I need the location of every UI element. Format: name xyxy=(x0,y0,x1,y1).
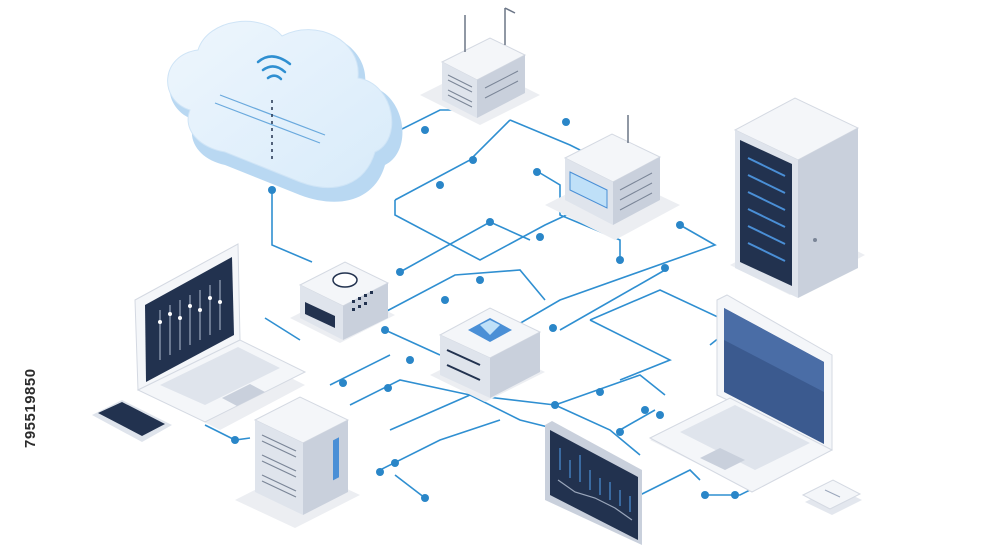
connection-dot xyxy=(476,276,484,284)
connection-line xyxy=(389,394,471,431)
connection-dot xyxy=(421,494,429,502)
laptop-icon xyxy=(648,294,834,493)
smartphone-icon xyxy=(92,400,172,442)
connection-line xyxy=(399,221,531,273)
connection-line xyxy=(384,329,441,356)
connection-line xyxy=(394,474,426,499)
connection-line xyxy=(554,404,641,456)
connection-line xyxy=(204,424,251,441)
connection-dot xyxy=(406,356,414,364)
connection-dot xyxy=(551,401,559,409)
wifi-icon xyxy=(256,55,292,81)
connection-line xyxy=(271,190,313,263)
connection-line xyxy=(384,269,546,313)
connection-dot xyxy=(731,491,739,499)
connection-line xyxy=(499,224,717,336)
connection-line xyxy=(329,354,391,386)
laptop-icon xyxy=(134,243,307,430)
connection-dot xyxy=(376,468,384,476)
connection-dot xyxy=(641,406,649,414)
tablet-monitor-icon xyxy=(545,421,642,545)
connection-dot xyxy=(616,428,624,436)
connection-line xyxy=(534,169,621,260)
connection-dot xyxy=(469,156,477,164)
cloud-icon xyxy=(167,20,403,202)
connection-line xyxy=(379,419,501,471)
connection-dot xyxy=(549,324,557,332)
connection-line xyxy=(264,317,301,341)
hub-icon xyxy=(290,261,395,343)
connection-dot xyxy=(661,264,669,272)
server-rack-icon xyxy=(730,97,865,298)
network-switch-icon xyxy=(545,115,680,240)
connection-dot xyxy=(533,168,541,176)
connection-dot xyxy=(231,436,239,444)
connection-dot xyxy=(536,233,544,241)
connection-line xyxy=(589,319,672,381)
connection-dot xyxy=(616,256,624,264)
connection-line xyxy=(619,409,656,431)
connection-dot xyxy=(562,118,570,126)
connection-line xyxy=(589,289,737,346)
connection-dot xyxy=(676,221,684,229)
connection-line xyxy=(554,374,666,406)
connection-line xyxy=(394,119,511,201)
connection-dot xyxy=(701,491,709,499)
server-tower-icon xyxy=(235,396,360,528)
connection-line xyxy=(559,269,666,331)
connection-dot xyxy=(391,459,399,467)
connection-dot xyxy=(268,186,276,194)
connection-dot xyxy=(421,126,429,134)
connection-dot xyxy=(656,411,664,419)
connection-dot xyxy=(596,388,604,396)
connection-line xyxy=(639,469,701,496)
stock-image-id: 795519850 xyxy=(22,368,39,448)
connection-line xyxy=(349,379,556,406)
connection-dot xyxy=(339,379,347,387)
connection-dot xyxy=(441,296,449,304)
mouse-icon xyxy=(801,479,862,515)
connection-dot xyxy=(486,218,494,226)
router-icon xyxy=(420,7,540,125)
central-router-icon xyxy=(430,307,545,402)
connection-dot xyxy=(381,326,389,334)
connection-dot xyxy=(436,181,444,189)
connection-dot xyxy=(384,384,392,392)
connection-dot xyxy=(396,268,404,276)
